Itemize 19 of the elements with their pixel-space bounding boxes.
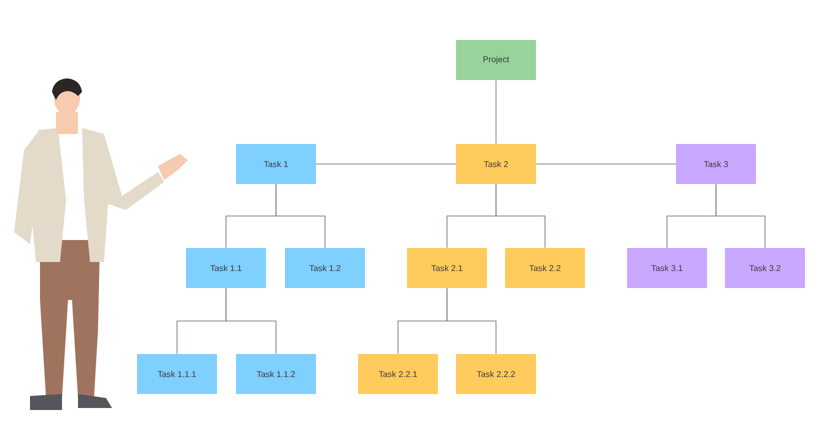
connector-line: [496, 184, 546, 248]
task-box: Task 2: [456, 144, 536, 184]
connector-line: [716, 184, 766, 248]
task-box: Task 3.1: [627, 248, 707, 288]
task-box: Task 3: [676, 144, 756, 184]
task-box: Task 1: [236, 144, 316, 184]
task-box: Task 2.2.2: [456, 354, 536, 394]
task-box: Task 2.2.1: [358, 354, 438, 394]
task-box: Task 2.1: [407, 248, 487, 288]
task-box: Project: [456, 40, 536, 80]
connector-line: [226, 288, 276, 354]
task-box: Task 2.2: [505, 248, 585, 288]
task-box: Task 3.2: [725, 248, 805, 288]
task-box: Task 1.2: [285, 248, 365, 288]
task-box: Task 1.1: [186, 248, 266, 288]
task-box: Task 1.1.2: [236, 354, 316, 394]
connector-line: [276, 184, 326, 248]
connector-line: [446, 288, 496, 354]
task-box: Task 1.1.1: [137, 354, 217, 394]
